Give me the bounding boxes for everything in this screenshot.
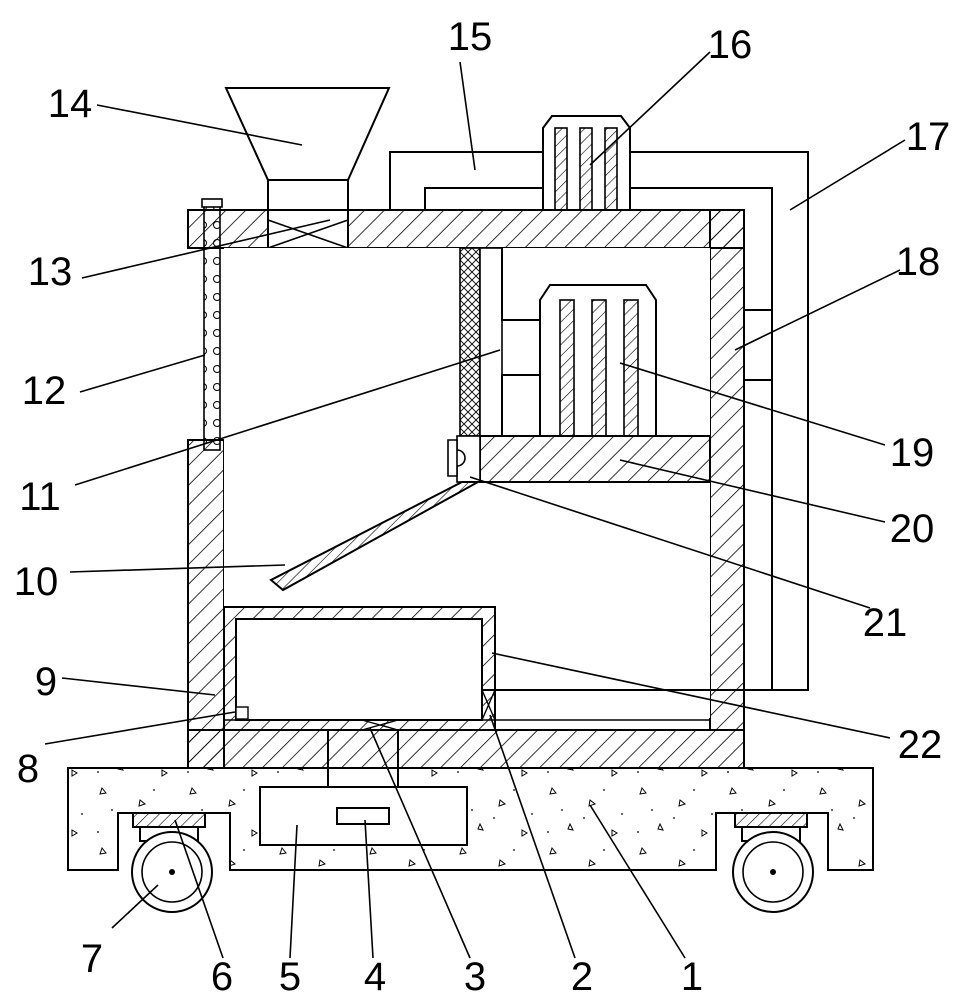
- frame-slot: [743, 309, 773, 381]
- label-7: 7: [81, 937, 103, 981]
- label-12: 12: [22, 369, 67, 413]
- label-17: 17: [906, 115, 951, 159]
- label-20: 20: [890, 507, 935, 551]
- right-wall: [709, 209, 745, 731]
- hopper-valve: [267, 219, 349, 249]
- top-wall-mid: [267, 209, 349, 249]
- label-21: 21: [863, 601, 908, 645]
- label-8: 8: [17, 747, 39, 791]
- rack: [459, 247, 540, 437]
- label-1: 1: [681, 955, 703, 999]
- top-wall-right: [347, 209, 745, 249]
- label-16: 16: [708, 23, 753, 67]
- right-wheel: [732, 812, 814, 913]
- inner-motor: [539, 284, 657, 437]
- label-9: 9: [35, 660, 57, 704]
- left-wheel: [131, 812, 213, 913]
- sensor: [447, 439, 466, 477]
- label-6: 6: [211, 955, 233, 999]
- label-10: 10: [14, 560, 59, 604]
- label-19: 19: [890, 431, 935, 475]
- label-18: 18: [896, 240, 941, 284]
- top-motor: [542, 115, 631, 211]
- screw-rod: [201, 198, 223, 451]
- leader-lines: [44, 51, 906, 959]
- collection-drawer: [223, 606, 496, 731]
- label-11: 11: [19, 475, 61, 519]
- label-15: 15: [448, 15, 493, 59]
- label-5: 5: [279, 955, 301, 999]
- label-14: 14: [48, 82, 93, 126]
- callout-labels: 1 2 3 4 5 6 7 8 9 10 11 12 13 14 15 16 1…: [14, 15, 951, 999]
- guide-plate: [269, 481, 482, 592]
- label-2: 2: [571, 955, 593, 999]
- hopper: [224, 87, 391, 211]
- label-13: 13: [28, 250, 73, 294]
- support-plate: [479, 435, 711, 483]
- label-3: 3: [464, 955, 486, 999]
- switch: [336, 807, 390, 825]
- top-wall-left: [187, 209, 269, 249]
- label-22: 22: [898, 723, 943, 767]
- bottom-wall: [187, 729, 745, 769]
- label-4: 4: [364, 955, 386, 999]
